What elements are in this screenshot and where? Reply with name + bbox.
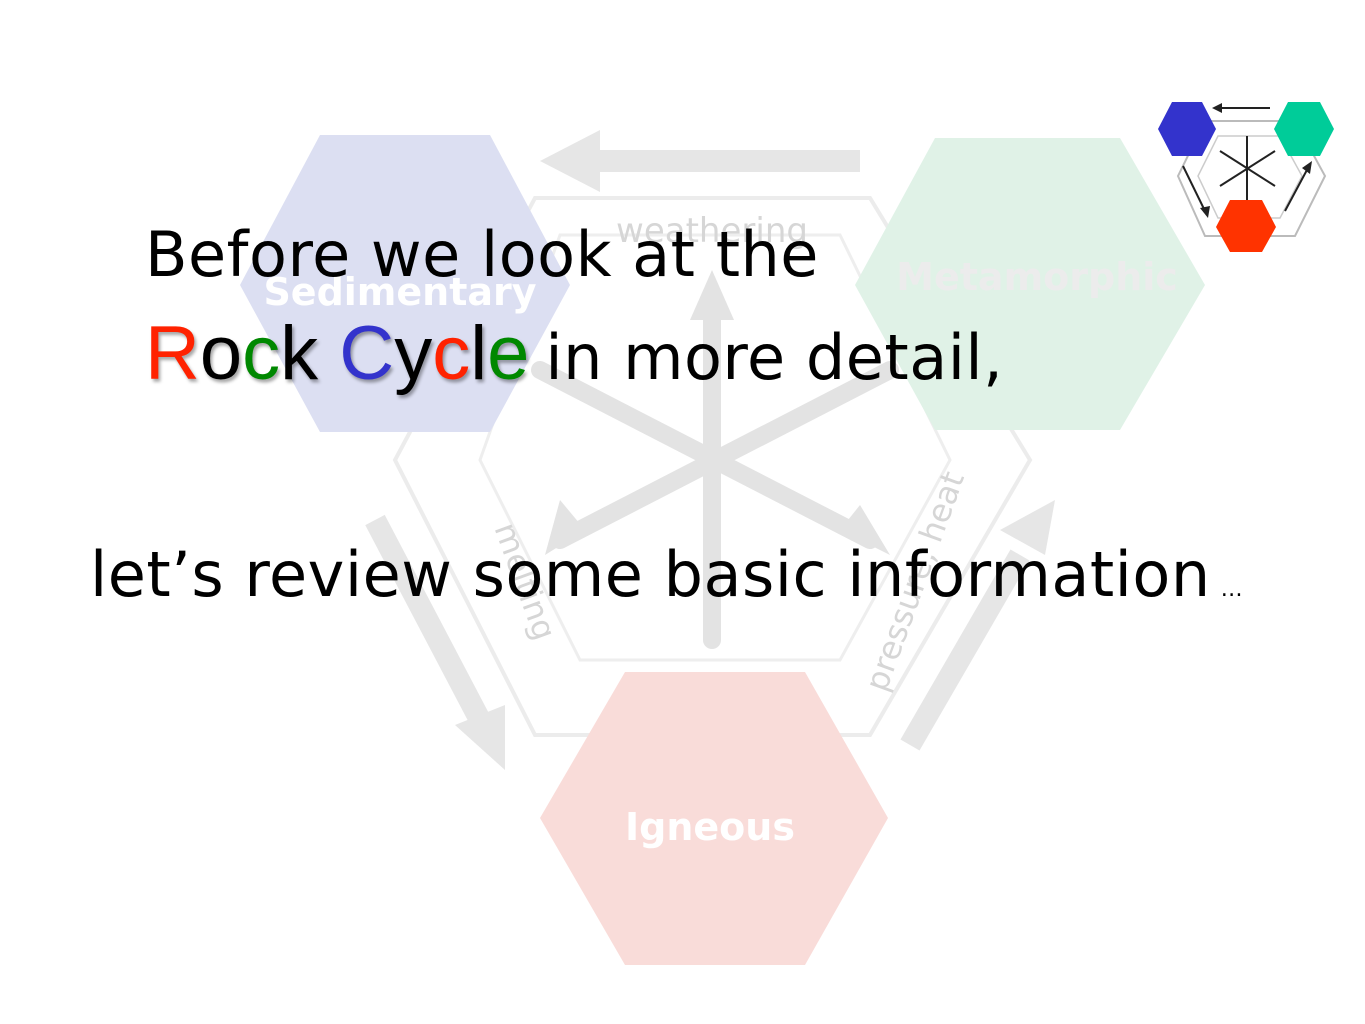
logo-red-hexagon	[1216, 200, 1276, 252]
rock-cycle-title: Rock Cycle	[145, 311, 529, 396]
rock-cycle-letter: k	[280, 311, 319, 396]
rock-cycle-letter: c	[242, 311, 281, 396]
igneous-hexagon	[540, 672, 888, 965]
outer-hexagon-outline	[392, 196, 1033, 737]
rock-cycle-letter: l	[470, 311, 488, 396]
logo-star-line-3	[1219, 150, 1276, 187]
arrow-top-shaft	[590, 150, 860, 172]
logo-arrowhead-left	[1200, 206, 1210, 218]
arrow-left-head	[455, 705, 505, 770]
rock-cycle-letter: o	[199, 311, 243, 396]
igneous-label: Igneous	[625, 805, 795, 849]
ellipsis: …	[1220, 577, 1244, 602]
logo-blue-hexagon	[1158, 102, 1216, 156]
rock-cycle-letter: y	[394, 311, 433, 396]
arrow-left-shaft	[365, 514, 490, 726]
rock-cycle-letter: C	[339, 311, 395, 396]
rock-cycle-logo	[1158, 102, 1334, 252]
rock-cycle-letter: e	[487, 311, 530, 396]
logo-green-hexagon	[1274, 102, 1334, 156]
arrow-top-head	[540, 130, 600, 192]
metamorphic-label: Metamorphic	[896, 255, 1178, 299]
sedimentary-hexagon	[240, 135, 570, 432]
intro-line-2-rest: in more detail,	[545, 321, 1004, 394]
logo-arrow-left	[1182, 165, 1206, 212]
rock-cycle-letter: c	[432, 311, 471, 396]
rock-cycle-letter: R	[145, 311, 200, 396]
metamorphic-hexagon	[855, 138, 1205, 430]
logo-arrowhead-top	[1212, 103, 1222, 113]
arrow-right-shaft	[900, 549, 1030, 751]
star-arrowhead-left	[545, 500, 585, 555]
logo-arrowhead-right	[1302, 161, 1312, 174]
rock-cycle-letter	[318, 311, 339, 396]
star-arrowhead-up	[690, 270, 734, 320]
inner-hexagon-outline	[478, 233, 952, 662]
star-arrow-diag-1	[531, 361, 879, 549]
star-arrowhead-right	[840, 505, 890, 555]
intro-line-3-text: let’s review some basic information	[90, 538, 1211, 611]
logo-arrow-right	[1284, 167, 1309, 212]
arrow-right-head	[1000, 500, 1055, 555]
weathering-label: weathering	[616, 211, 808, 251]
intro-line-1: Before we look at the	[145, 218, 819, 291]
sedimentary-label: Sedimentary	[263, 270, 536, 314]
star-arrow-diag-2	[551, 361, 899, 549]
intro-line-3: let’s review some basic information …	[90, 538, 1243, 611]
